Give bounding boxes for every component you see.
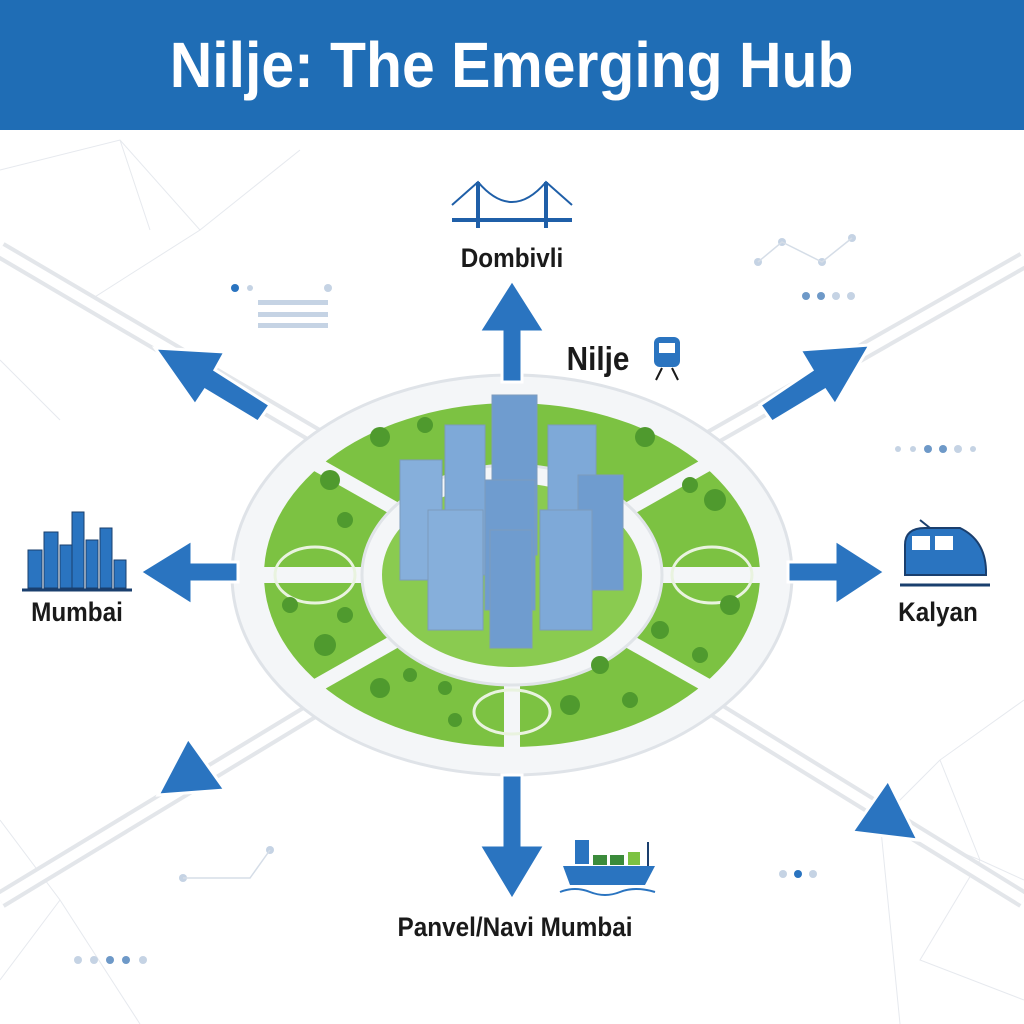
arrow-northeast xyxy=(757,343,873,425)
background-network xyxy=(0,139,1024,1024)
arrow-north xyxy=(476,277,548,384)
arrow-east xyxy=(786,537,888,608)
arrow-southwest xyxy=(155,735,228,797)
destination-label-panvel: Panvel/Navi Mumbai xyxy=(397,912,633,942)
hub-train-icon xyxy=(654,337,680,381)
hub-label-nilje: Nilje xyxy=(566,340,630,377)
train-icon xyxy=(900,519,990,587)
city-skyline-icon xyxy=(22,511,132,592)
cargo-ship-icon xyxy=(559,840,656,896)
page-title: Nilje: The Emerging Hub xyxy=(170,29,854,101)
arrow-south xyxy=(476,773,548,903)
title-bar: Nilje: The Emerging Hub xyxy=(0,0,1024,130)
arrow-northwest xyxy=(151,346,273,425)
bridge-icon xyxy=(451,180,573,228)
destination-label-mumbai: Mumbai xyxy=(31,597,123,627)
arrow-southeast xyxy=(849,777,921,842)
trees xyxy=(282,417,740,727)
arrow-west xyxy=(137,537,240,608)
destination-label-dombivli: Dombivli xyxy=(460,243,564,273)
skyscrapers xyxy=(399,394,624,649)
destination-label-kalyan: Kalyan xyxy=(898,597,978,627)
